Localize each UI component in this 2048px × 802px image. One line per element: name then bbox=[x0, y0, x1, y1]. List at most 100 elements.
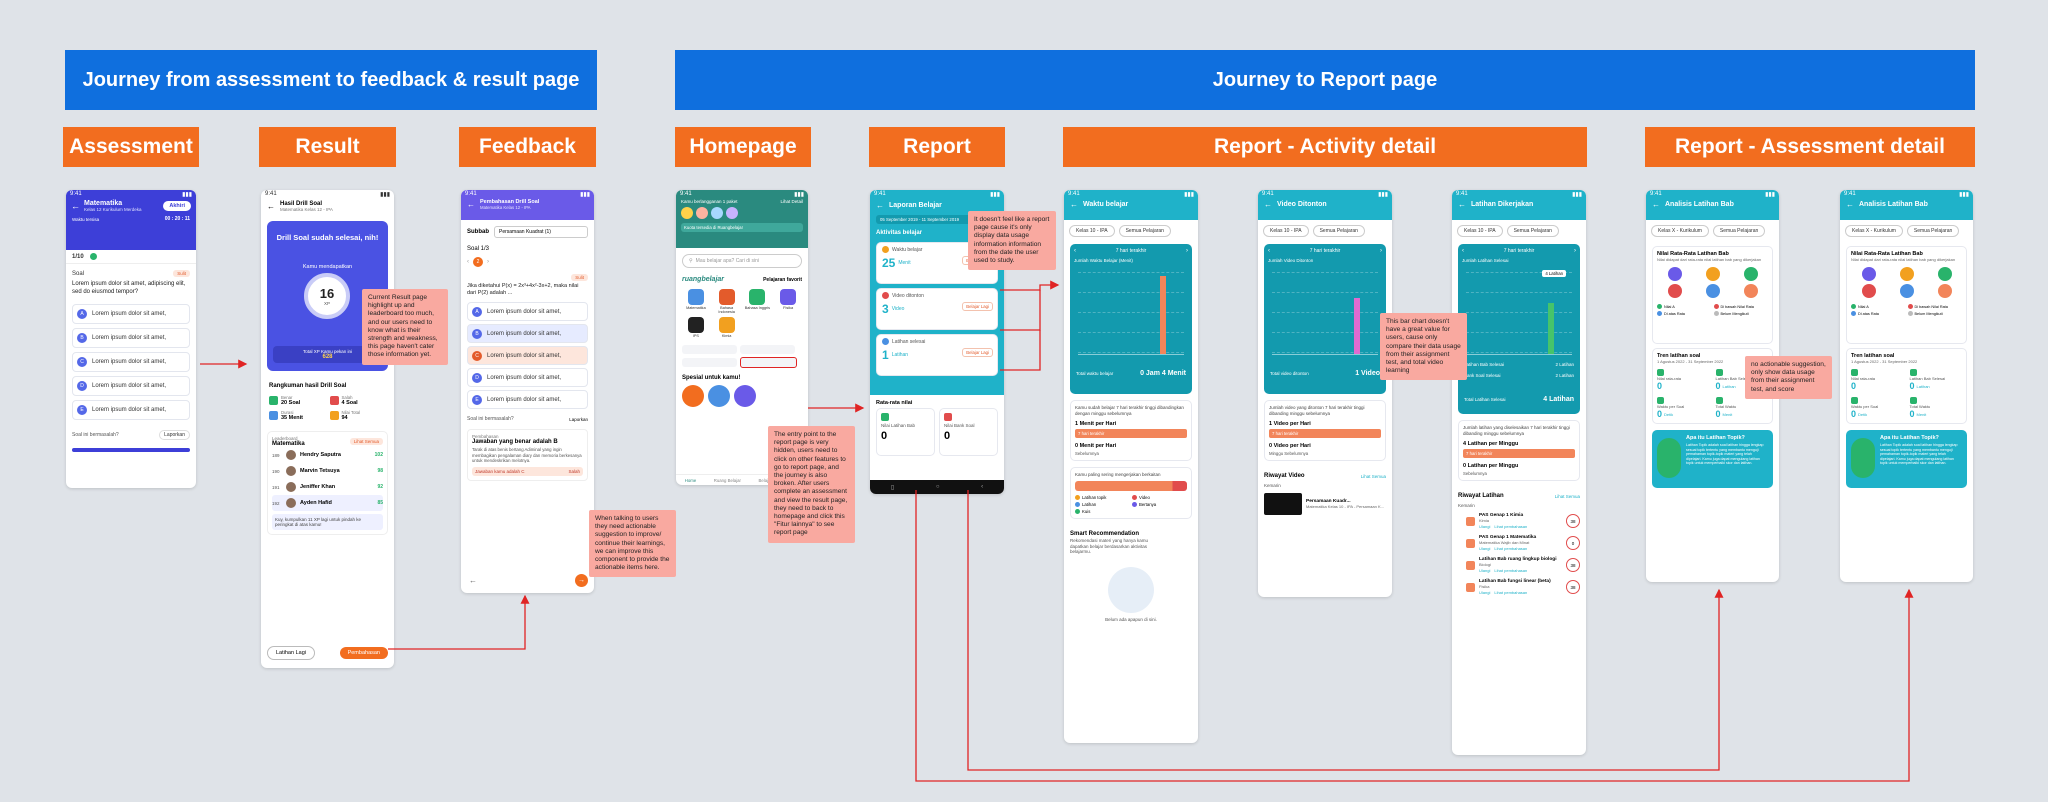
subject-badge-icon[interactable] bbox=[1743, 267, 1758, 281]
leaderboard-link[interactable]: Lihat Semua bbox=[349, 438, 383, 445]
nav-item[interactable]: Home bbox=[684, 478, 697, 483]
subject-tile[interactable]: Bahasa Indonesia bbox=[713, 289, 741, 314]
subject-badge-icon[interactable] bbox=[1899, 284, 1914, 298]
greeting-link[interactable]: Lihat Detail bbox=[780, 199, 803, 204]
subject-badge-icon[interactable] bbox=[1667, 267, 1682, 281]
nav-next-icon[interactable]: › bbox=[487, 259, 489, 265]
history-see-all[interactable]: Lihat Semua bbox=[1360, 473, 1386, 479]
subject-filter[interactable]: Semua Pelajaran bbox=[1118, 225, 1171, 237]
avatar[interactable] bbox=[681, 207, 693, 219]
feature-chip[interactable] bbox=[682, 358, 737, 367]
subject-tile[interactable]: Fisika bbox=[774, 289, 802, 314]
subject-badge-icon[interactable] bbox=[1705, 284, 1720, 298]
back-icon[interactable]: ← bbox=[876, 201, 884, 210]
promo-card[interactable]: Apa itu Latihan Topik?Latihan Topik adal… bbox=[1652, 430, 1773, 488]
quota-banner[interactable]: Kuota tersedia di Ruangbelajar bbox=[681, 223, 803, 232]
class-filter[interactable]: Kelas 10 - IPA bbox=[1457, 225, 1503, 237]
prev-arrow-icon[interactable]: ← bbox=[469, 576, 477, 585]
feature-chip-other[interactable] bbox=[740, 357, 797, 368]
back-icon[interactable]: ← bbox=[1652, 200, 1660, 209]
history-see-all[interactable]: Lihat Semua bbox=[1554, 493, 1580, 499]
subject-tile[interactable]: Kimia bbox=[713, 317, 741, 338]
feature-chip[interactable] bbox=[740, 345, 795, 354]
back-nav-icon[interactable]: ‹ bbox=[981, 484, 984, 490]
chart-bar[interactable] bbox=[1160, 276, 1166, 354]
promo-card[interactable]: Apa itu Latihan Topik?Latihan Topik adal… bbox=[1846, 430, 1967, 488]
nav-prev-icon[interactable]: ‹ bbox=[467, 259, 469, 265]
prev-range-icon[interactable]: ‹ bbox=[1462, 248, 1464, 254]
video-history-item[interactable]: Persamaan Kuadr...Matematika Kelas 10 - … bbox=[1258, 490, 1392, 518]
subject-badge-icon[interactable] bbox=[1705, 267, 1720, 281]
prev-range-icon[interactable]: ‹ bbox=[1074, 248, 1076, 254]
nav-item[interactable]: Belajar bbox=[758, 478, 772, 483]
subject-badge-icon[interactable] bbox=[1861, 267, 1876, 281]
end-button[interactable]: Akhiri bbox=[163, 201, 191, 211]
subject-badge-icon[interactable] bbox=[1899, 267, 1914, 281]
back-icon[interactable]: ← bbox=[1264, 200, 1272, 209]
back-icon[interactable]: ← bbox=[267, 202, 275, 211]
date-range[interactable]: 05 September 2019 - 11 September 2019 bbox=[876, 215, 998, 224]
subject-badge-icon[interactable] bbox=[1937, 284, 1952, 298]
subject-badge-icon[interactable] bbox=[1743, 284, 1758, 298]
subject-filter[interactable]: Semua Pelajaran bbox=[1506, 225, 1559, 237]
subject-tile[interactable]: Bahasa Inggris bbox=[744, 289, 772, 314]
avatar[interactable] bbox=[726, 207, 738, 219]
promo-thumb[interactable] bbox=[708, 385, 730, 407]
next-range-icon[interactable]: › bbox=[1185, 248, 1188, 254]
back-icon[interactable]: ← bbox=[1070, 200, 1078, 209]
subbab-select[interactable]: Persamaan Kuadrat (1) bbox=[494, 226, 588, 238]
prev-range-icon[interactable]: ‹ bbox=[1268, 248, 1270, 254]
subject-badge-icon[interactable] bbox=[1667, 284, 1682, 298]
subject-badge-icon[interactable] bbox=[1861, 284, 1876, 298]
class-filter[interactable]: Kelas 10 - IPA bbox=[1263, 225, 1309, 237]
view-review-link[interactable]: Lihat pembahasan bbox=[1494, 546, 1528, 551]
back-icon[interactable]: ← bbox=[1458, 200, 1466, 209]
search-input[interactable]: ⚲ Mau belajar apa? Cari di sini bbox=[682, 254, 802, 268]
home-icon[interactable]: ○ bbox=[935, 484, 940, 490]
view-review-link[interactable]: Lihat pembahasan bbox=[1494, 524, 1528, 529]
review-button[interactable]: Pembahasan bbox=[339, 647, 388, 659]
avatar[interactable] bbox=[696, 207, 708, 219]
subject-filter[interactable]: Semua Pelajaran bbox=[1312, 225, 1365, 237]
retry-link[interactable]: Ulangi bbox=[1479, 546, 1491, 551]
class-filter[interactable]: Kelas 10 - IPA bbox=[1069, 225, 1115, 237]
report-button[interactable]: Laporkan bbox=[569, 416, 588, 422]
retry-button[interactable]: Latihan Lagi bbox=[267, 646, 315, 660]
retry-link[interactable]: Ulangi bbox=[1479, 568, 1491, 573]
study-again-button[interactable]: Belajar Lagi bbox=[962, 302, 993, 311]
feature-chip[interactable] bbox=[682, 345, 737, 354]
subject-filter[interactable]: Semua Pelajaran bbox=[1712, 225, 1766, 237]
nav-item[interactable]: Ruang Belajar bbox=[713, 478, 741, 483]
class-filter[interactable]: Kelas X - Kurikulum bbox=[1651, 225, 1709, 237]
view-review-link[interactable]: Lihat pembahasan bbox=[1494, 568, 1528, 573]
back-icon[interactable]: ← bbox=[467, 200, 475, 209]
chart-bar[interactable] bbox=[1548, 303, 1554, 354]
subject-filter[interactable]: Semua Pelajaran bbox=[1906, 225, 1960, 237]
retry-link[interactable]: Ulangi bbox=[1479, 590, 1491, 595]
recent-apps-icon[interactable]: ▯ bbox=[890, 484, 895, 491]
subject-tile[interactable]: IPS bbox=[682, 317, 710, 338]
class-filter[interactable]: Kelas X - Kurikulum bbox=[1845, 225, 1903, 237]
promo-thumb[interactable] bbox=[682, 385, 704, 407]
